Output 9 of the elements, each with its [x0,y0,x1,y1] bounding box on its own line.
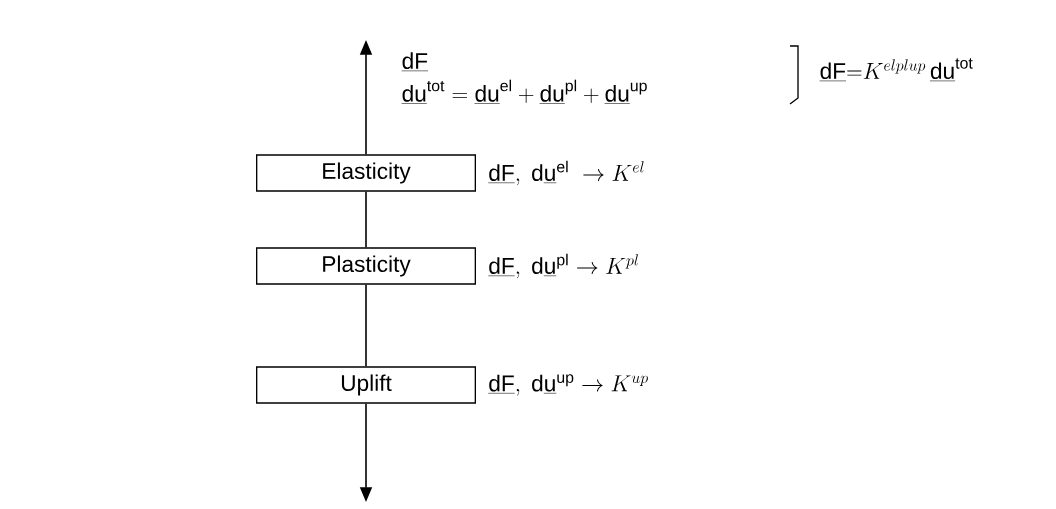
process-box: Elasticity [256,154,476,192]
formula: $\underline{\mathrm{dF}}$ [401,52,429,71]
formula: $\underline{\mathrm{dF}}{=}K^{elplup}\,\underline{\mathrm{du}}^{\mathrm{tot}}$ [819,58,973,81]
relation-formula: $\underline{\mathrm{dF}},\ \mathrm{d}\underline{\mathrm{u}}^{\mathrm{up}} \rightarrow K^{up}$ [488,374,648,396]
formula: $\underline{\mathrm{du}}^{\mathrm{tot}} = \underline{\mathrm{du}}^{\mathrm{el}} + \underline{\mathrm{du}}^{\mathrm{pl}} + \underline{\mathrm{du}}^{\mathrm{up}}$ [401,79,647,104]
relation-formula: $\underline{\mathrm{dF}},\ \mathrm{d}\underline{\mathrm{u}}^{\mathrm{el}}\ \rightarrow K^{el}$ [488,160,644,186]
process-box: Uplift [256,366,476,404]
process-box: Plasticity [256,247,476,285]
relation-formula: $\underline{\mathrm{dF}},\ \mathrm{d}\underline{\mathrm{u}}^{\mathrm{pl}} \rightarrow K^{pl}$ [488,253,638,279]
